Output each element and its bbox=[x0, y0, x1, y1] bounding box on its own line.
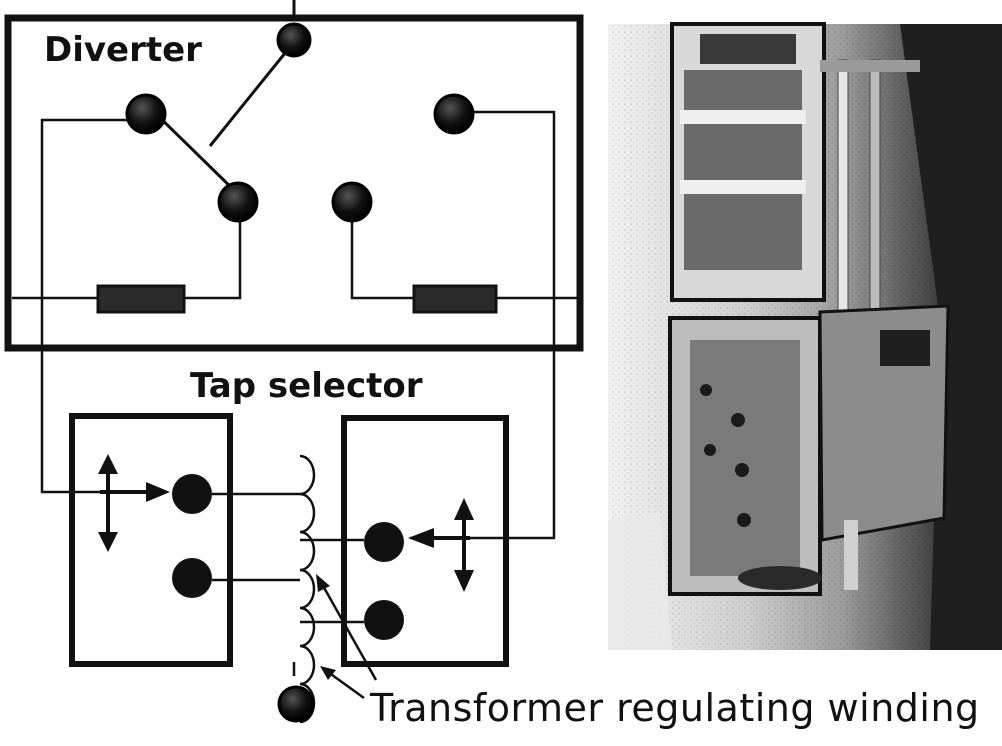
tap-contact-left-lower bbox=[172, 558, 212, 598]
photo-diverter-band-1 bbox=[680, 110, 806, 124]
diverter-contact-lower-left bbox=[217, 181, 259, 223]
photo-contact-d bbox=[700, 384, 712, 396]
winding-pointer-head-2 bbox=[320, 666, 336, 680]
diverter-right-outer-wire bbox=[410, 110, 556, 540]
photo-diverter-band-2 bbox=[680, 180, 806, 194]
right-selector-arrowhead-down bbox=[454, 570, 474, 592]
right-selector-arrowhead-left bbox=[408, 528, 434, 548]
tap-contact-right-upper bbox=[364, 522, 404, 562]
tap-selector-left-box bbox=[69, 413, 233, 667]
diverter-contact-lower-right bbox=[331, 181, 373, 223]
diverter-group bbox=[4, 0, 584, 540]
winding-pointer-head-1 bbox=[316, 574, 330, 592]
transition-resistor-left bbox=[96, 284, 186, 314]
photo-panel-window bbox=[880, 330, 930, 366]
photo-diverter-top-mech bbox=[700, 34, 796, 64]
photo-contact-a bbox=[731, 413, 745, 427]
winding-terminal-contact bbox=[277, 685, 315, 723]
tap-contact-left-upper bbox=[172, 474, 212, 514]
photo-selector-inner bbox=[690, 340, 800, 576]
photo-contact-c bbox=[737, 513, 751, 527]
tap-contact-right-lower bbox=[364, 600, 404, 640]
diverter-contact-top bbox=[276, 22, 312, 58]
diverter-contact-upper-left bbox=[125, 93, 167, 135]
left-selector-arrowhead-right bbox=[146, 482, 170, 502]
diverter-switch-link bbox=[148, 106, 242, 198]
left-selector-arrowhead-down bbox=[98, 532, 118, 552]
photo-diverter-core bbox=[684, 70, 802, 270]
left-selector-arrowhead-up bbox=[98, 454, 118, 474]
right-selector-arrowhead-up bbox=[454, 498, 474, 520]
photo-stand bbox=[844, 520, 858, 590]
tap-changer-photo bbox=[608, 22, 1002, 650]
diverter-label: Diverter bbox=[44, 30, 202, 70]
tap-selector-label: Tap selector bbox=[190, 366, 423, 406]
photo-dark-backdrop bbox=[900, 24, 1002, 650]
photo-contact-b bbox=[735, 463, 749, 477]
diverter-contacts bbox=[125, 22, 475, 223]
regulating-winding-coil bbox=[292, 454, 316, 724]
transition-resistor-right bbox=[412, 284, 498, 314]
regulating-winding-label: Transformer regulating winding bbox=[370, 686, 980, 730]
photo-floor-left bbox=[608, 512, 672, 650]
photo-shaft-2 bbox=[869, 59, 881, 311]
diverter-switch-arm bbox=[208, 41, 296, 147]
diverter-right-resistor-wire bbox=[350, 200, 414, 300]
coil-turns bbox=[299, 454, 316, 724]
diverter-contact-upper-right bbox=[433, 93, 475, 135]
winding-pointer-line-1 bbox=[320, 583, 378, 681]
winding-pointer-arrows bbox=[316, 574, 378, 700]
photo-selector-contacts bbox=[700, 384, 751, 527]
tap-selector-group bbox=[69, 413, 509, 667]
diverter-left-resistor-wire bbox=[184, 200, 242, 300]
photo-shaft-1 bbox=[837, 59, 849, 321]
photo-base bbox=[738, 566, 822, 590]
tap-selector-contacts bbox=[172, 474, 404, 640]
photo-contact-e bbox=[704, 444, 716, 456]
photo-crossbar bbox=[820, 60, 920, 72]
winding-pointer-line-2 bbox=[327, 670, 365, 700]
